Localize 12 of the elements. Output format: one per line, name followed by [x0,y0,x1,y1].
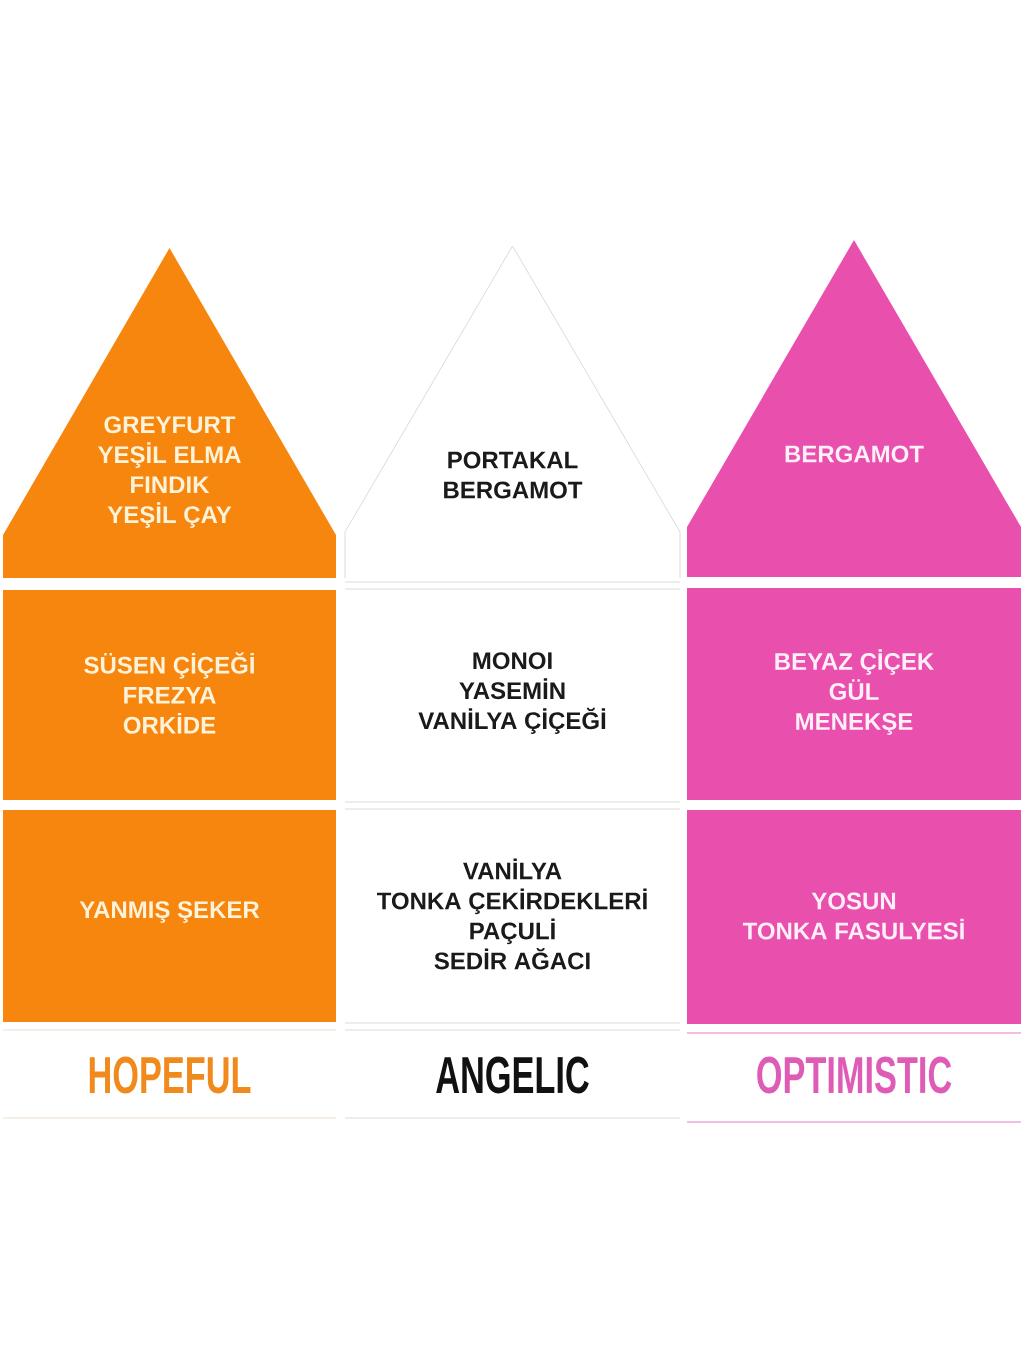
column-title: OPTIMISTIC [757,1056,952,1094]
pentagon-box: GREYFURT YEŞİL ELMA FINDIK YEŞİL ÇAY [3,248,336,578]
pentagon-box: PORTAKAL BERGAMOT [344,245,681,583]
column-title: HOPEFUL [89,1056,251,1094]
notes-box: YOSUN TONKA FASULYESİ [687,810,1021,1024]
notes-box: SÜSEN ÇİÇEĞİ FREZYA ORKİDE [3,590,336,800]
notes-box: BEYAZ ÇİÇEK GÜL MENEKŞE [687,588,1021,800]
pentagon-box: BERGAMOT [687,240,1021,577]
notes-box: MONOI YASEMİN VANİLYA ÇİÇEĞİ [344,588,681,803]
column-title: ANGELIC [436,1056,589,1094]
notes-box: YANMIŞ ŞEKER [3,810,336,1022]
notes-box: VANİLYA TONKA ÇEKİRDEKLERİ PAÇULİ SEDİR AĞACI [344,808,681,1024]
